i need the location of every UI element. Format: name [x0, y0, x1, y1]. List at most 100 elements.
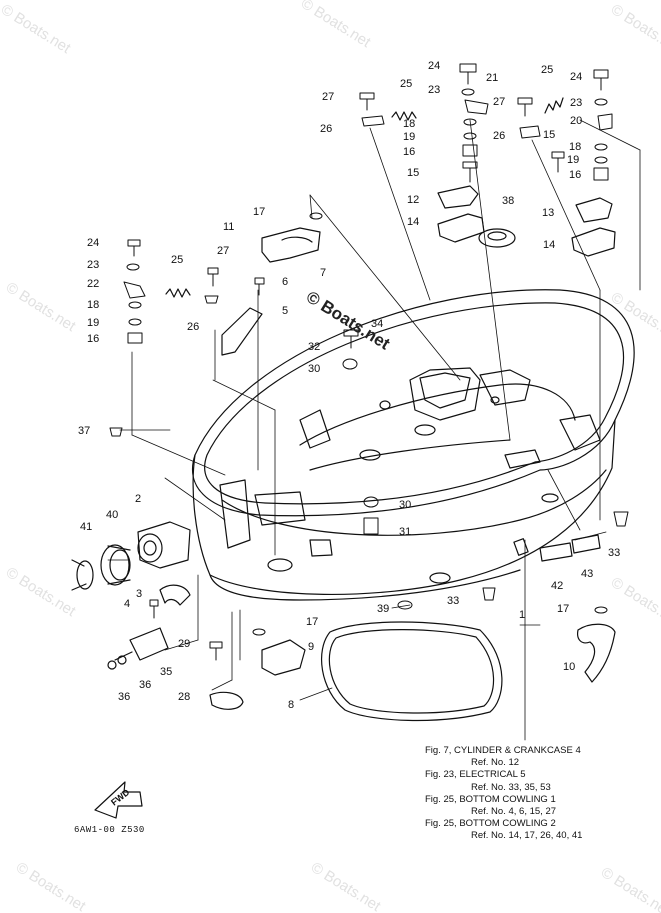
svg-text:© Boats.net: © Boats.net — [0, 1, 74, 58]
cover-part-14-upper — [437, 213, 485, 243]
grommet-part-40 — [100, 544, 131, 586]
callout-27b: 27 — [217, 245, 229, 257]
callout-25b: 25 — [171, 254, 183, 266]
callout-18b: 18 — [87, 299, 99, 311]
callout-32: 32 — [308, 341, 320, 353]
spring-part-25 — [165, 97, 564, 298]
callout-5: 5 — [282, 305, 288, 317]
callout-29: 29 — [178, 638, 190, 650]
callout-16c: 16 — [569, 169, 581, 181]
callout-19b: 19 — [87, 317, 99, 329]
ref-fig-25-1: Fig. 25, BOTTOM COWLING 1 — [425, 793, 556, 805]
callout-16b: 16 — [87, 333, 99, 345]
callout-42: 42 — [551, 580, 563, 592]
callout-36: 36 — [118, 691, 130, 703]
callout-24b: 24 — [87, 237, 99, 249]
callout-19c: 19 — [567, 154, 579, 166]
ref-fig-23: Fig. 23, ELECTRICAL 5 — [425, 769, 526, 781]
callout-15b: 15 — [543, 129, 555, 141]
callout-27: 27 — [322, 91, 334, 103]
callout-7: 7 — [320, 267, 326, 279]
cover-part-14-right — [571, 227, 616, 257]
callout-19: 19 — [403, 131, 415, 143]
callout-20: 20 — [570, 115, 582, 127]
ref-fig-7: Fig. 7, CYLINDER & CRANKCASE 4 — [425, 745, 581, 756]
svg-text:© Boats.net: © Boats.net — [308, 859, 384, 913]
label-stickers-42-43 — [539, 534, 601, 562]
callout-23b: 23 — [87, 259, 99, 271]
callout-8: 8 — [288, 699, 294, 711]
callout-numbers: 1 2 3 4 5 6 7 8 9 10 11 12 13 14 14 15 1… — [78, 60, 620, 711]
cover-part-28 — [209, 691, 244, 710]
bracket-part-11 — [261, 227, 321, 263]
callout-12: 12 — [407, 194, 419, 206]
callout-24c: 24 — [570, 71, 582, 83]
callout-17c: 17 — [557, 603, 569, 615]
callout-14b: 14 — [543, 239, 555, 251]
callout-24: 24 — [428, 60, 440, 72]
svg-text:© Boats.net: © Boats.net — [608, 1, 661, 58]
callout-23: 23 — [428, 84, 440, 96]
callout-2: 2 — [135, 493, 141, 505]
ref-fig-25-2: Fig. 25, BOTTOM COWLING 2 — [425, 818, 556, 830]
callout-21: 21 — [486, 72, 498, 84]
callout-1: 1 — [519, 609, 525, 621]
svg-text:© Boats.net: © Boats.net — [598, 864, 661, 913]
plate-part-5 — [221, 307, 263, 356]
diagram-code: 6AW1-00 Z530 — [74, 825, 145, 835]
callout-14: 14 — [407, 216, 419, 228]
callout-26: 26 — [320, 123, 332, 135]
callout-25c: 25 — [541, 64, 553, 76]
fwd-label: FWD — [109, 787, 132, 808]
reference-box: Fig. 7, CYLINDER & CRANKCASE 4 Ref. No. … — [425, 745, 651, 845]
callout-16: 16 — [403, 146, 415, 158]
callout-40: 40 — [106, 509, 118, 521]
holder-part-9 — [261, 639, 306, 676]
bracket-part-13 — [575, 197, 613, 223]
svg-text:© Boats.net: © Boats.net — [298, 0, 374, 51]
callout-10: 10 — [563, 661, 575, 673]
callout-3: 3 — [136, 588, 142, 600]
callout-9: 9 — [308, 641, 314, 653]
ref-fig-25-2-numbers: Ref. No. 14, 17, 26, 40, 41 — [471, 830, 583, 842]
callout-25: 25 — [400, 78, 412, 90]
svg-text:© Boats.net: © Boats.net — [608, 574, 661, 631]
clamp-part-41 — [71, 559, 94, 591]
callout-37: 37 — [78, 425, 90, 437]
callout-30b: 30 — [399, 499, 411, 511]
callout-39: 39 — [377, 603, 389, 615]
callout-17: 17 — [253, 206, 265, 218]
bracket-part-3 — [159, 584, 191, 606]
callout-41: 41 — [80, 521, 92, 533]
callout-23c: 23 — [570, 97, 582, 109]
clip-part-36 — [107, 655, 127, 670]
callout-13: 13 — [542, 207, 554, 219]
fwd-arrow-icon — [94, 781, 143, 819]
callout-31: 31 — [399, 526, 411, 538]
callout-27c: 27 — [493, 96, 505, 108]
svg-text:© Boats.net: © Boats.net — [608, 289, 661, 346]
callout-26b: 26 — [187, 321, 199, 333]
leader-lines — [107, 119, 641, 741]
callout-33b: 33 — [608, 547, 620, 559]
svg-text:© Boats.net: © Boats.net — [13, 859, 89, 913]
svg-text:© Boats.net: © Boats.net — [3, 279, 79, 336]
callout-22: 22 — [87, 278, 99, 290]
fasteners — [109, 63, 629, 661]
grommet-part-38 — [478, 228, 516, 248]
ref-fig-25-1-numbers: Ref. No. 4, 6, 15, 27 — [471, 806, 557, 818]
ref-fig-23-numbers: Ref. No. 33, 35, 53 — [471, 781, 551, 793]
lever-part-10 — [577, 623, 616, 683]
callout-18: 18 — [403, 118, 415, 130]
callout-15: 15 — [407, 167, 419, 179]
lower-gasket — [321, 621, 503, 722]
callout-17b: 17 — [306, 616, 318, 628]
ref-fig-7-numbers: Ref. No. 12 — [471, 757, 520, 769]
callout-11: 11 — [223, 221, 234, 233]
callout-38: 38 — [502, 195, 514, 207]
callout-36b: 36 — [139, 679, 151, 691]
bottom-cowling-body — [191, 289, 635, 601]
callout-28: 28 — [178, 691, 190, 703]
svg-text:© Boats.net: © Boats.net — [3, 564, 79, 621]
